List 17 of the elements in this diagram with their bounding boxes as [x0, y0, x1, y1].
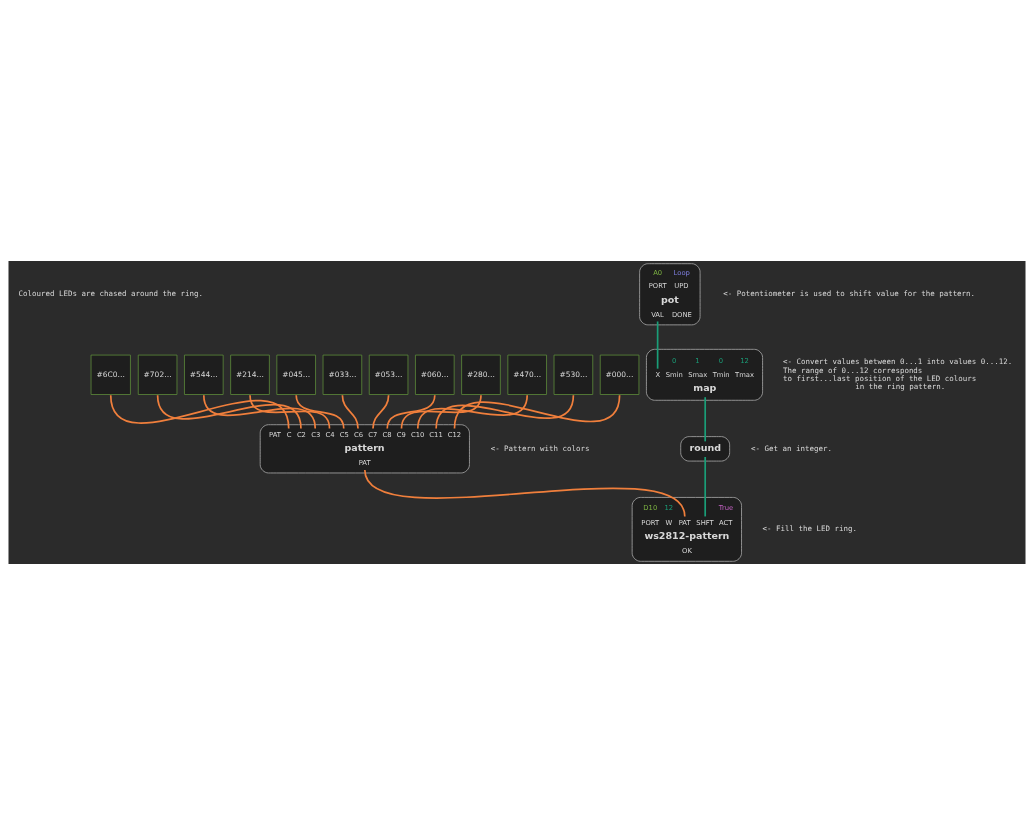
connector [453, 394, 621, 430]
connector [704, 456, 707, 518]
connector [295, 394, 345, 430]
connector [249, 394, 331, 430]
connector [704, 396, 707, 443]
connector [372, 394, 390, 430]
connector [363, 469, 686, 518]
connector [435, 394, 575, 430]
connector [156, 394, 302, 430]
connector [416, 394, 529, 430]
connector [341, 394, 359, 430]
connector [656, 320, 659, 370]
connector [109, 394, 290, 430]
connector [202, 394, 317, 430]
connector [386, 394, 436, 430]
node-box: round [680, 436, 731, 462]
connector [400, 394, 482, 430]
